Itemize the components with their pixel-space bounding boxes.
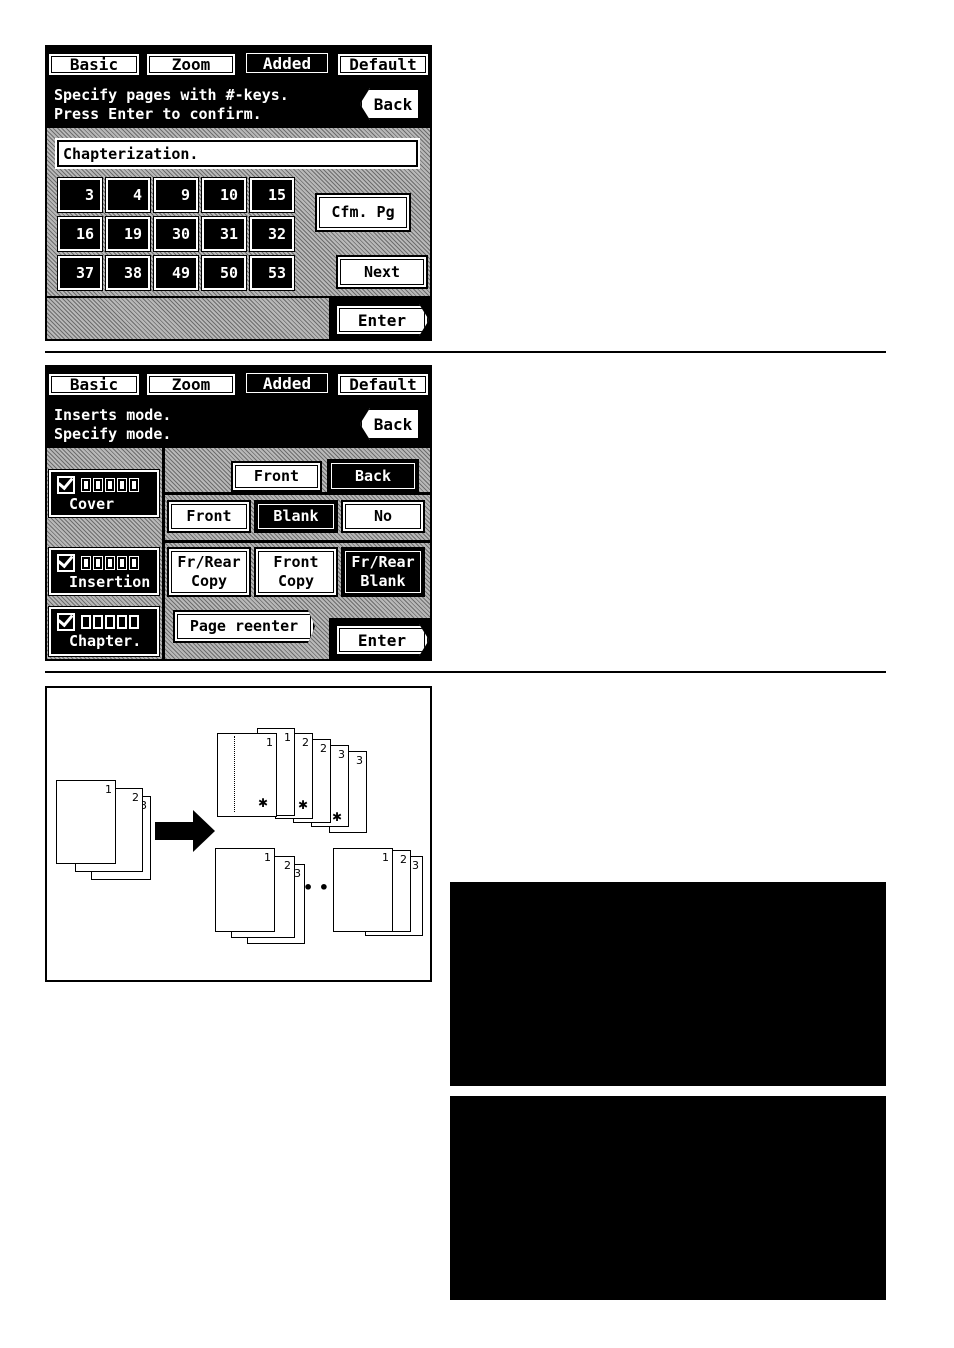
front-side-tab[interactable]: Front — [231, 461, 322, 492]
page-key[interactable]: 9 — [153, 177, 199, 213]
tab-added[interactable]: Added — [242, 49, 332, 77]
pages-icon — [81, 556, 139, 570]
page-key[interactable]: 32 — [249, 216, 295, 252]
blank-option[interactable]: Blank — [254, 500, 338, 533]
message-line-2: Press Enter to confirm. — [54, 105, 262, 123]
front-copy-option[interactable]: Front Copy — [254, 547, 338, 597]
mode-cover[interactable]: Cover — [48, 469, 160, 518]
pages-icon — [81, 615, 139, 629]
mode-label: Cover — [69, 495, 115, 513]
mode-label: Insertion — [69, 573, 151, 591]
bottom-bar-divider — [47, 296, 430, 298]
mode-column-divider — [162, 448, 165, 659]
page-key[interactable]: 19 — [105, 216, 151, 252]
dotted-margin — [234, 736, 235, 812]
result-page: 1✱ — [217, 733, 277, 817]
checkbox-icon — [57, 476, 75, 494]
front-option[interactable]: Front — [167, 500, 251, 533]
arrow-right-icon — [155, 810, 215, 852]
asterisk-mark: ✱ — [298, 798, 309, 812]
tab-zoom[interactable]: Zoom — [145, 52, 237, 77]
page-key[interactable]: 3 — [57, 177, 103, 213]
page-key[interactable]: 31 — [201, 216, 247, 252]
option-line-1: Fr/Rear — [351, 553, 415, 571]
checkbox-icon — [57, 554, 75, 572]
mode-label: Chapter. — [69, 632, 142, 650]
tab-zoom[interactable]: Zoom — [145, 372, 237, 397]
no-option[interactable]: No — [341, 500, 425, 533]
option-line-2: Blank — [360, 572, 406, 590]
enter-button[interactable]: Enter — [335, 624, 429, 656]
option-line-1: Fr/Rear — [177, 553, 241, 571]
page-key[interactable]: 53 — [249, 255, 295, 291]
original-page: 1 — [56, 780, 116, 864]
asterisk-mark: ✱ — [258, 796, 269, 810]
page-key[interactable]: 10 — [201, 177, 247, 213]
option-line-1: Front — [273, 553, 319, 571]
mode-chapter[interactable]: Chapter. — [48, 606, 160, 657]
option-line-2: Copy — [190, 572, 228, 590]
back-side-tab[interactable]: Back — [327, 459, 419, 493]
page-key[interactable]: 15 — [249, 177, 295, 213]
chapterization-diagram: 3 2 1 3 3✱ 2 2✱ 1 1✱ 3 2 1 • • 3 2 1 — [45, 686, 432, 982]
mode-insertion[interactable]: Insertion — [48, 547, 160, 596]
checkbox-icon — [57, 613, 75, 631]
page-key[interactable]: 4 — [105, 177, 151, 213]
redacted-block-1 — [450, 882, 886, 1086]
tab-default[interactable]: Default — [336, 52, 430, 77]
row-divider — [165, 540, 430, 543]
page-key[interactable]: 49 — [153, 255, 199, 291]
tab-default[interactable]: Default — [336, 372, 430, 397]
result-page: 1 — [333, 848, 393, 932]
asterisk-mark: ✱ — [332, 810, 343, 824]
message-line-1: Specify pages with #-keys. — [54, 86, 289, 104]
next-button[interactable]: Next — [336, 255, 428, 289]
message-line-2: Specify mode. — [54, 425, 172, 443]
page-key[interactable]: 16 — [57, 216, 103, 252]
back-button[interactable]: Back — [360, 408, 420, 440]
page-key[interactable]: 37 — [57, 255, 103, 291]
chapter-name-field: Chapterization. — [57, 140, 418, 167]
page-keys: 3 4 9 10 15 16 19 30 31 32 37 38 49 50 5… — [56, 176, 298, 293]
page-key[interactable]: 30 — [153, 216, 199, 252]
page-key[interactable]: 50 — [201, 255, 247, 291]
redacted-block-2 — [450, 1096, 886, 1300]
result-page: 1 — [215, 848, 275, 932]
confirm-page-button[interactable]: Cfm. Pg — [315, 193, 411, 232]
back-button[interactable]: Back — [360, 88, 420, 120]
divider-2 — [45, 671, 886, 673]
option-line-2: Copy — [277, 572, 315, 590]
tab-basic[interactable]: Basic — [47, 372, 141, 397]
side-tab-strip — [165, 492, 430, 495]
ellipsis: • • — [303, 878, 330, 897]
tab-basic[interactable]: Basic — [47, 52, 141, 77]
enter-button[interactable]: Enter — [335, 304, 429, 336]
message-line-1: Inserts mode. — [54, 406, 172, 424]
fr-rear-copy-option[interactable]: Fr/Rear Copy — [167, 547, 251, 597]
divider-1 — [45, 351, 886, 353]
pages-icon — [81, 478, 139, 492]
page-key[interactable]: 38 — [105, 255, 151, 291]
tab-added[interactable]: Added — [242, 369, 332, 397]
page-reenter-button[interactable]: Page reenter — [173, 610, 315, 643]
fr-rear-blank-option[interactable]: Fr/Rear Blank — [341, 547, 425, 597]
